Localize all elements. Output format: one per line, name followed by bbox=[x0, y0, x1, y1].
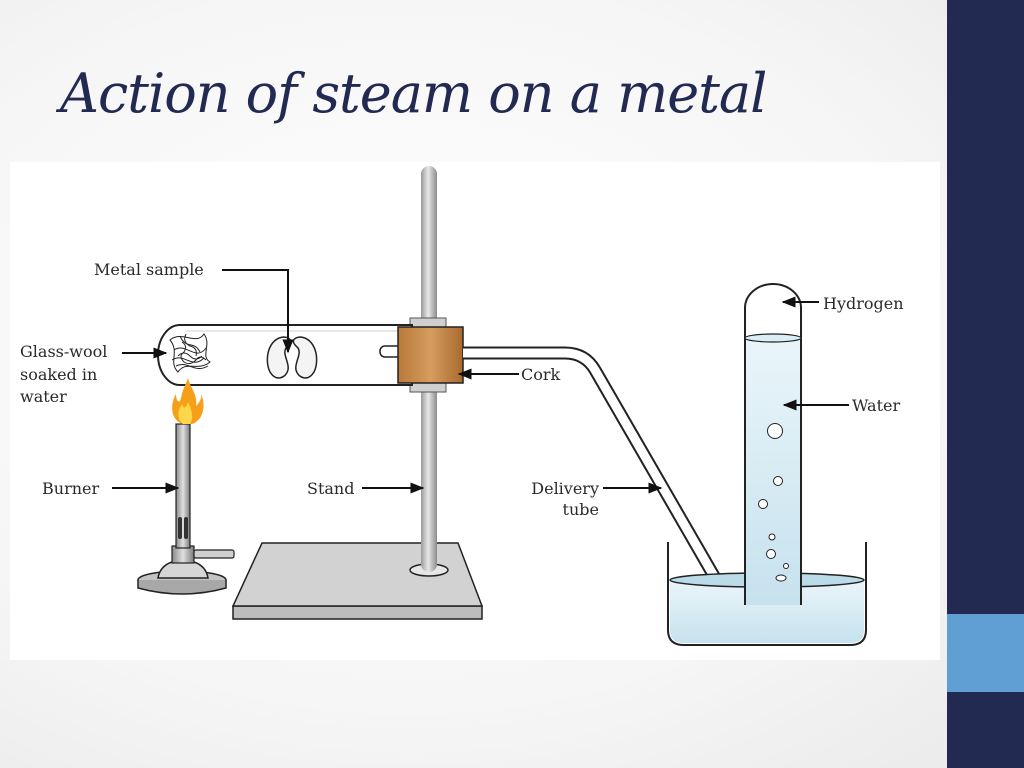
label-metal-sample: Metal sample bbox=[94, 260, 204, 279]
label-burner: Burner bbox=[42, 479, 99, 498]
burner bbox=[137, 423, 235, 595]
glass-wool bbox=[169, 333, 211, 373]
sidebar-band bbox=[947, 0, 1024, 768]
clamp-top bbox=[409, 317, 447, 328]
stand-base bbox=[231, 542, 484, 620]
label-hydrogen: Hydrogen bbox=[823, 294, 904, 313]
label-glass-wool-2: soaked in bbox=[20, 365, 97, 384]
label-cork: Cork bbox=[521, 365, 561, 384]
label-water: Water bbox=[852, 396, 900, 415]
cork bbox=[397, 326, 464, 384]
clamp-bottom bbox=[409, 382, 447, 393]
sidebar-accent-block bbox=[947, 614, 1024, 692]
flame-icon bbox=[172, 378, 204, 424]
slide-title: Action of steam on a metal bbox=[60, 62, 767, 125]
hydrogen-bubbles bbox=[758, 423, 789, 582]
water-trough bbox=[667, 542, 867, 646]
label-stand: Stand bbox=[307, 479, 354, 498]
label-leaders bbox=[112, 269, 849, 494]
apparatus-diagram: Metal sample Glass-wool soaked in water … bbox=[10, 162, 940, 660]
label-glass-wool-1: Glass-wool bbox=[20, 342, 107, 361]
label-delivery-1: Delivery bbox=[531, 479, 599, 498]
label-glass-wool-3: water bbox=[20, 387, 67, 406]
label-delivery-2: tube bbox=[563, 500, 599, 519]
